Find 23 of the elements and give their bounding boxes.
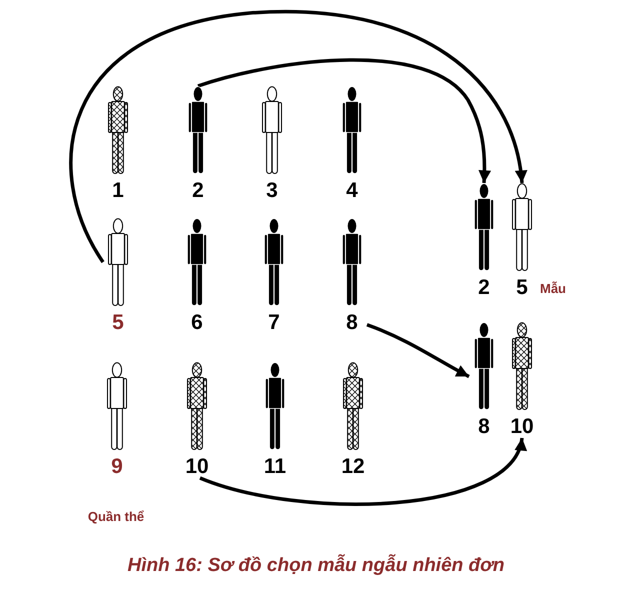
arrow: [69, 10, 526, 263]
figure-number: 8: [346, 312, 358, 334]
figure-number: 1: [112, 180, 124, 202]
figure-number: 2: [478, 277, 490, 299]
figure-number: 2: [192, 180, 204, 202]
figure-number: 4: [346, 180, 358, 202]
group-label: Quần thể: [88, 509, 144, 525]
figure-number: 7: [268, 312, 280, 334]
figure-number: 8: [478, 416, 490, 438]
figure-number: 5: [112, 312, 124, 334]
arrow: [197, 58, 491, 184]
group-label: Mẫu: [540, 281, 566, 297]
figure-number: 3: [266, 180, 278, 202]
figure-caption: Hình 16: Sơ đồ chọn mẫu ngẫu nhiên đơn: [128, 555, 504, 577]
arrow: [366, 323, 470, 378]
figure-number: 6: [191, 312, 203, 334]
arrow: [199, 437, 524, 506]
figure-number: 5: [516, 277, 528, 299]
figure-number: 10: [510, 416, 534, 438]
figure-number: 9: [111, 456, 123, 478]
figure-number: 12: [341, 456, 365, 478]
figure-number: 11: [264, 456, 286, 478]
figure-number: 10: [185, 456, 209, 478]
